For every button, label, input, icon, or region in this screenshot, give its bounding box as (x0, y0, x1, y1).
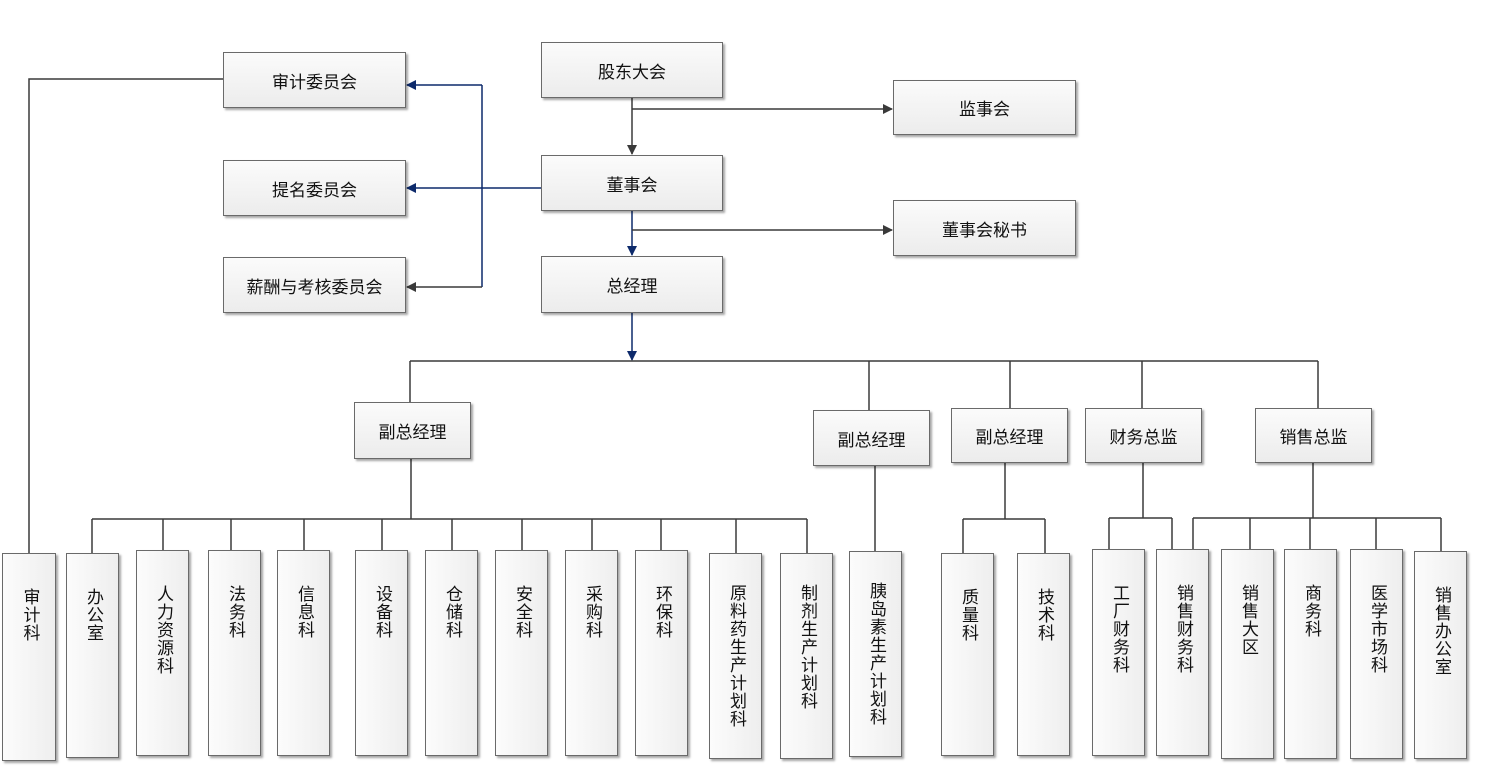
sales-director-box: 销售总监 (1255, 408, 1372, 463)
board-secretary-box: 董事会秘书 (893, 200, 1076, 256)
dept-insulin-plan-label: 胰岛素生产计划科 (866, 582, 886, 726)
dept-audit-label: 审计科 (19, 588, 40, 642)
general-manager-box: 总经理 (541, 256, 723, 313)
dept-sales-finance-label: 销售财务科 (1173, 584, 1193, 674)
dept-purchase-label: 采购科 (582, 585, 602, 639)
dept-quality: 质量科 (941, 553, 994, 756)
dept-factory-finance: 工厂财务科 (1092, 549, 1145, 756)
dept-safety: 安全科 (495, 550, 548, 756)
shareholders-meeting-box: 股东大会 (541, 42, 723, 98)
vice-gm-2-box: 副总经理 (813, 410, 930, 466)
dept-sales-region: 销售大区 (1221, 549, 1274, 759)
dept-quality-label: 质量科 (958, 588, 978, 642)
dept-environment-label: 环保科 (652, 585, 672, 639)
vice-gm-1-box: 副总经理 (354, 402, 471, 459)
dept-hr-label: 人力资源科 (153, 585, 173, 675)
dept-insulin-plan: 胰岛素生产计划科 (849, 551, 902, 757)
dept-medical-market-label: 医学市场科 (1367, 584, 1387, 674)
vice-gm-3-box: 副总经理 (951, 408, 1068, 463)
dept-sales-region-label: 销售大区 (1238, 584, 1258, 656)
dept-api-plan: 原料药生产计划科 (709, 553, 762, 759)
dept-legal-label: 法务科 (225, 585, 245, 639)
dept-environment: 环保科 (635, 550, 688, 756)
dept-warehouse-label: 仓储科 (442, 585, 462, 639)
dept-api-plan-label: 原料药生产计划科 (726, 584, 746, 728)
dept-audit: 审计科 (2, 553, 56, 761)
supervisory-board-box: 监事会 (893, 80, 1076, 135)
dept-office-label: 办公室 (83, 588, 103, 642)
dept-prep-plan: 制剂生产计划科 (780, 553, 833, 759)
board-of-directors-box: 董事会 (541, 155, 723, 211)
dept-tech-label: 技术科 (1034, 588, 1054, 642)
dept-equipment-label: 设备科 (372, 585, 392, 639)
dept-factory-finance-label: 工厂财务科 (1109, 584, 1129, 674)
dept-legal: 法务科 (208, 550, 261, 756)
dept-office: 办公室 (66, 553, 119, 758)
dept-info: 信息科 (277, 550, 330, 756)
dept-tech: 技术科 (1017, 553, 1070, 756)
finance-director-box: 财务总监 (1085, 408, 1202, 463)
dept-prep-plan-label: 制剂生产计划科 (797, 584, 817, 710)
dept-safety-label: 安全科 (512, 585, 532, 639)
dept-info-label: 信息科 (294, 585, 314, 639)
link-audit-committee-dept (28, 78, 223, 553)
dept-purchase: 采购科 (565, 550, 618, 756)
audit-committee-box: 审计委员会 (223, 52, 406, 108)
compensation-committee-box: 薪酬与考核委员会 (223, 257, 406, 313)
dept-sales-finance: 销售财务科 (1156, 549, 1209, 756)
dept-warehouse: 仓储科 (425, 550, 478, 756)
dept-medical-market: 医学市场科 (1350, 549, 1403, 759)
dept-sales-office: 销售办公室 (1414, 551, 1467, 759)
nomination-committee-box: 提名委员会 (223, 160, 406, 216)
dept-equipment: 设备科 (355, 550, 408, 756)
dept-business: 商务科 (1284, 549, 1337, 759)
dept-hr: 人力资源科 (136, 550, 189, 756)
dept-sales-office-label: 销售办公室 (1431, 586, 1451, 676)
dept-business-label: 商务科 (1301, 584, 1321, 638)
